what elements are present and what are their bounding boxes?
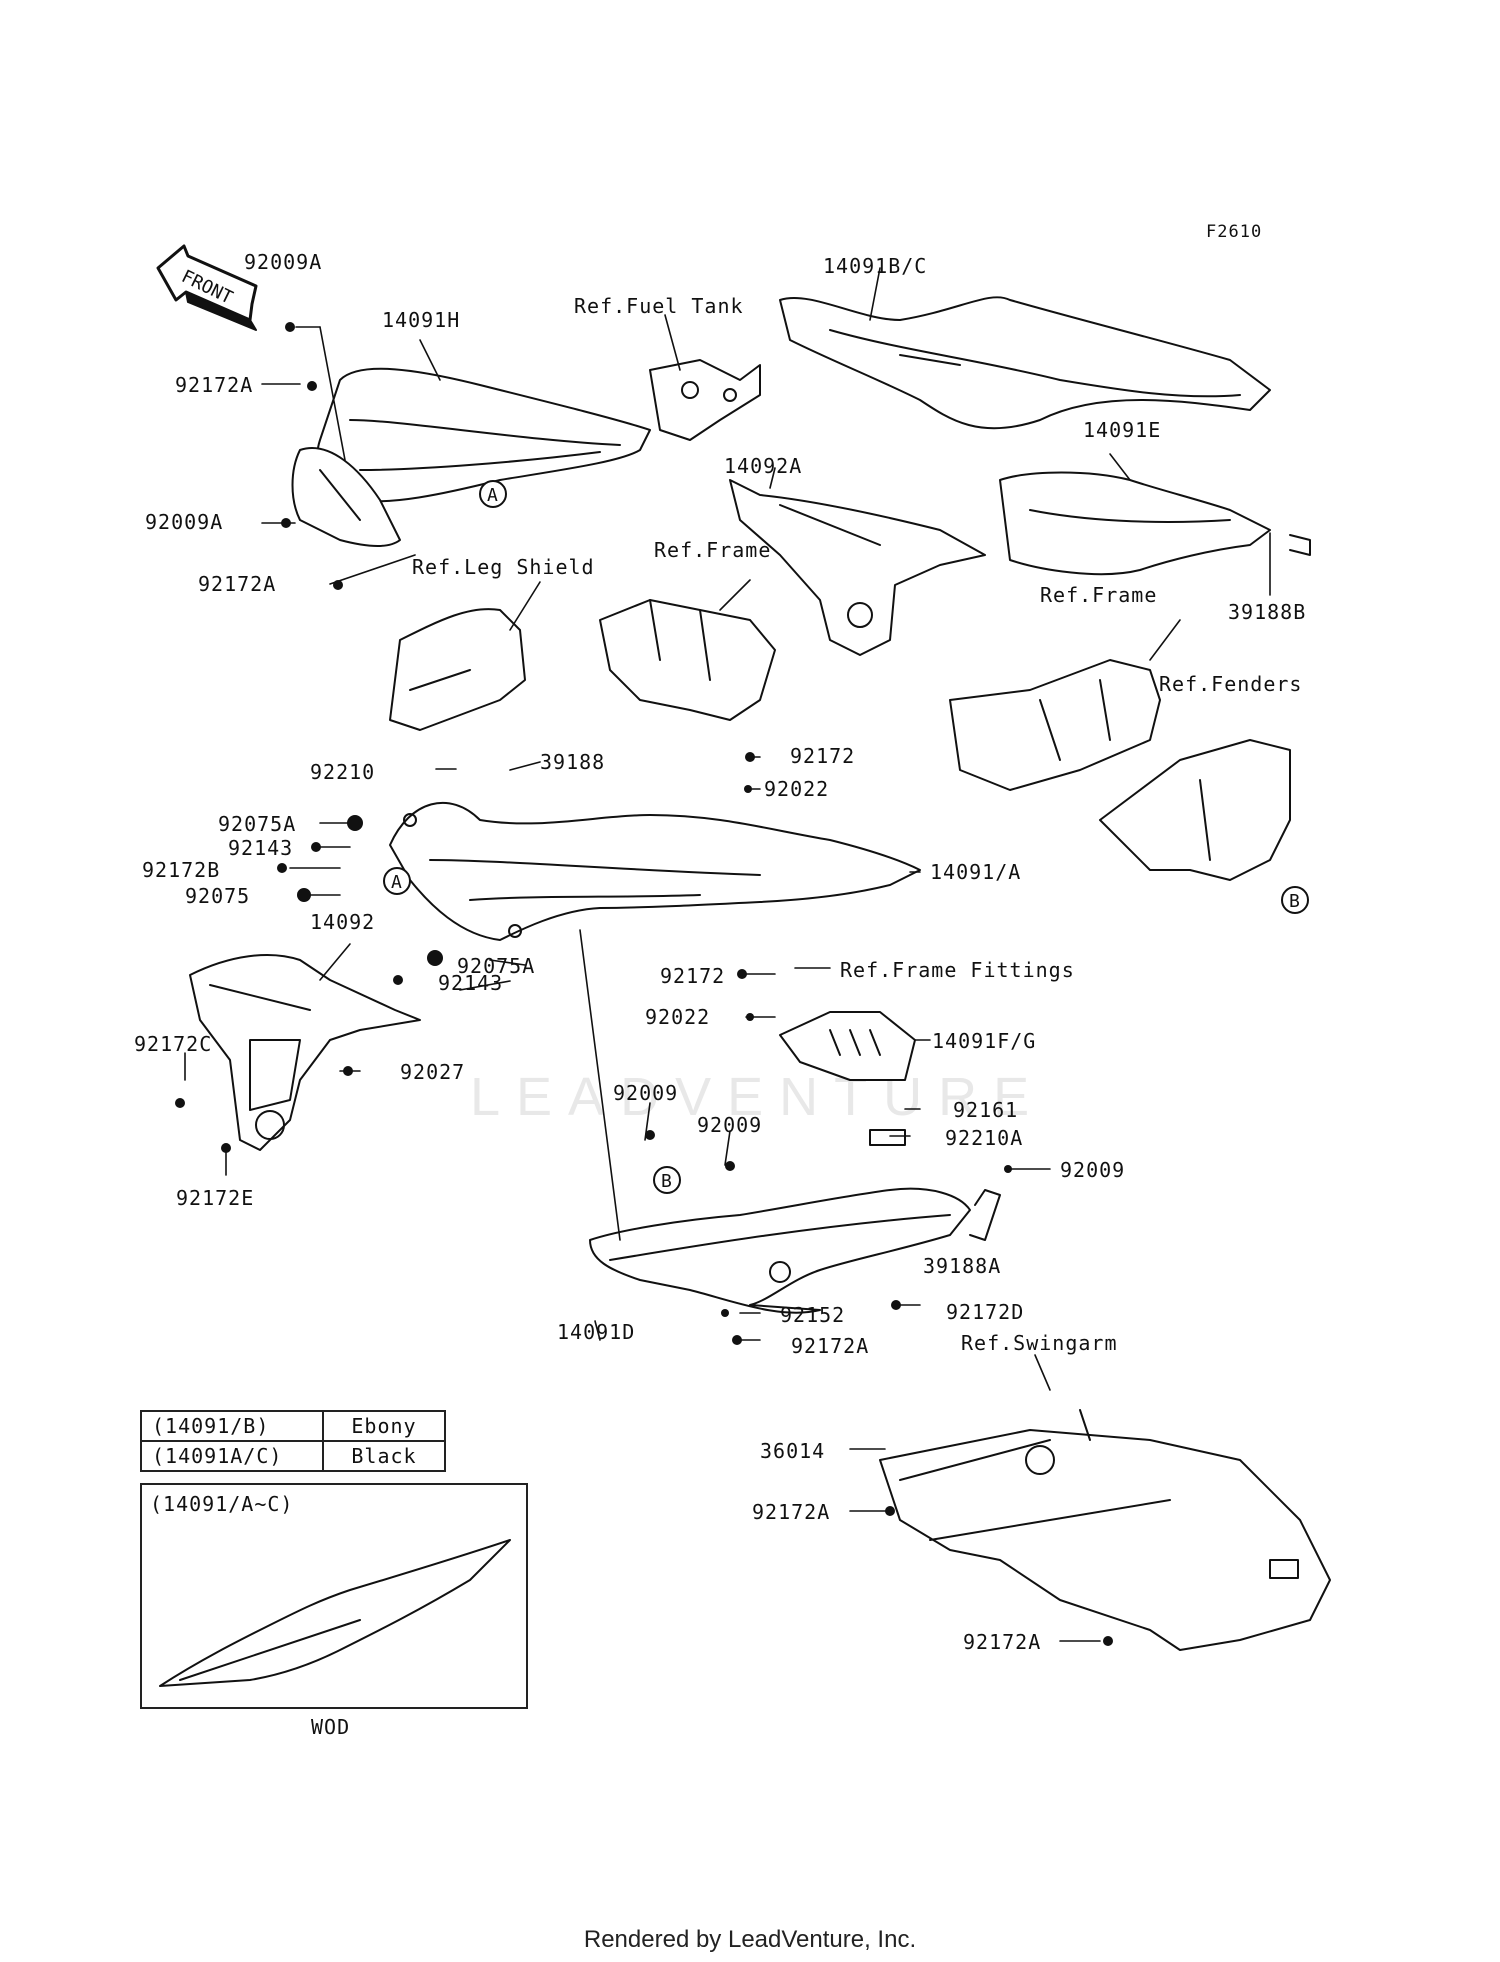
label-14091BC: 14091B/C [823,254,928,278]
color-table-part: (14091/B) [140,1410,324,1442]
label-92009A-mid: 92009A [145,510,224,534]
callout-A1: A [479,480,507,508]
label-14092A: 14092A [724,454,803,478]
ref-leg-shield [389,608,526,731]
label-92009-b: 92009 [697,1113,763,1137]
label-92022-a: 92022 [764,777,830,801]
label-92172-a: 92172 [790,744,856,768]
callout-B2: B [653,1166,681,1194]
label-14092: 14092 [310,910,376,934]
part-14091E [999,471,1271,576]
part-side-bracket [291,447,401,547]
color-table: (14091/B) Ebony (14091A/C) Black [140,1410,446,1472]
label-92009A-top: 92009A [244,250,323,274]
part-14091FG [779,1011,916,1081]
label-92161: 92161 [953,1098,1019,1122]
label-92172B: 92172B [142,858,221,882]
label-92152: 92152 [780,1303,846,1327]
label-39188A: 39188A [923,1254,1002,1278]
label-36014: 36014 [760,1439,826,1463]
color-table-row: (14091A/C) Black [140,1440,446,1472]
label-14091D: 14091D [557,1320,636,1344]
color-table-color: Black [322,1440,446,1472]
label-ref-swingarm: Ref.Swingarm [961,1331,1118,1355]
part-14091A-side-cover [389,801,921,941]
part-14091D-lower-cover [589,1187,971,1314]
part-14092A [729,479,986,656]
callout-B1: B [1281,886,1309,914]
watermark: LEADVENTURE [470,1067,1046,1127]
label-92009-c: 92009 [1060,1158,1126,1182]
label-92172-b: 92172 [660,964,726,988]
label-92022-b: 92022 [645,1005,711,1029]
front-arrow-icon: FRONT [156,244,258,331]
part-92161 [869,1129,906,1146]
label-39188B: 39188B [1228,600,1307,624]
label-92143-a: 92143 [228,836,294,860]
label-92143-b: 92143 [438,971,504,995]
fasteners [175,322,1113,1646]
svg-text:A: A [391,872,402,893]
label-92172C: 92172C [134,1032,213,1056]
part-14092-cover [189,954,421,1151]
figure-code: F2610 [1206,222,1263,242]
label-ref-frame-fittings: Ref.Frame Fittings [840,958,1075,982]
label-ref-frame-2: Ref.Frame [1040,583,1158,607]
label-92210: 92210 [310,760,376,784]
label-14091FG: 14091F/G [932,1029,1037,1053]
label-14091E: 14091E [1083,418,1162,442]
label-92075: 92075 [185,884,251,908]
ref-frame-right [949,659,1161,791]
footer-credit: Rendered by LeadVenture, Inc. [583,1926,917,1953]
label-92009-a: 92009 [613,1081,679,1105]
label-14091H: 14091H [382,308,461,332]
part-39188A [969,1189,1001,1241]
color-table-part: (14091A/C) [140,1440,324,1472]
label-ref-frame-1: Ref.Frame [654,538,772,562]
ref-frame-center [599,599,776,721]
label-92172E: 92172E [176,1186,255,1210]
label-92027: 92027 [400,1060,466,1084]
svg-text:A: A [487,485,498,506]
label-39188: 39188 [540,750,606,774]
ref-fuel-tank-bracket [649,359,761,441]
ref-fenders [1099,739,1291,881]
inset-part-silhouette [159,1539,511,1687]
label-92172A-5: 92172A [963,1630,1042,1654]
label-92172A-3: 92172A [791,1334,870,1358]
label-92075A-2: 92075A [457,954,536,978]
svg-text:B: B [661,1171,672,1192]
part-14091H-cover [316,367,651,503]
label-92172A-4: 92172A [752,1500,831,1524]
label-92172D: 92172D [946,1300,1025,1324]
label-ref-fuel-tank: Ref.Fuel Tank [574,294,744,318]
part-14091BC-cover [779,296,1271,430]
inset-title: (14091/A~C) [150,1492,294,1516]
inset-caption: WOD [311,1715,351,1739]
svg-text:B: B [1289,891,1300,912]
label-ref-fenders: Ref.Fenders [1159,672,1303,696]
part-39188B [1289,534,1311,556]
callout-A2: A [383,867,411,895]
label-ref-leg-shield: Ref.Leg Shield [412,555,595,579]
label-92075A: 92075A [218,812,297,836]
label-92172A-2: 92172A [198,572,277,596]
label-14091A: 14091/A [930,860,1022,884]
label-92210A: 92210A [945,1126,1024,1150]
inset-box [140,1483,528,1709]
label-92172A-1: 92172A [175,373,254,397]
color-table-color: Ebony [322,1410,446,1442]
color-table-row: (14091/B) Ebony [140,1410,446,1442]
part-36014-chain-guard [879,1409,1331,1651]
